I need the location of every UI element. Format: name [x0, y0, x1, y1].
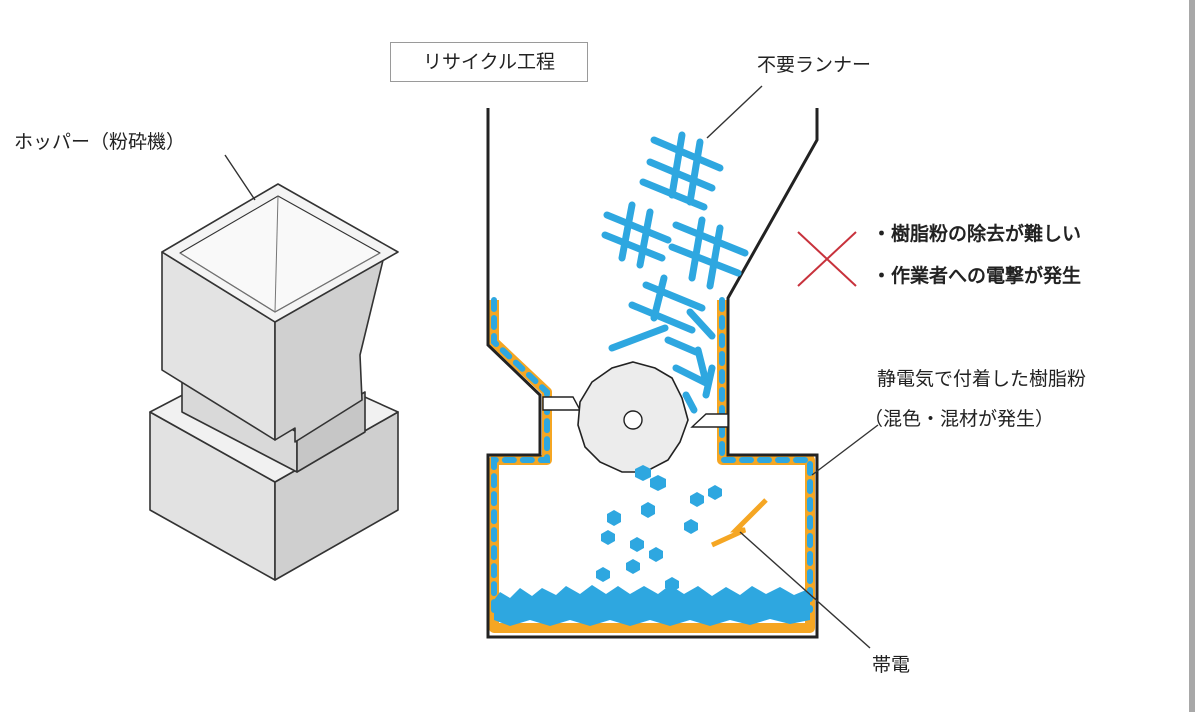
hopper-leader-line [224, 154, 256, 201]
static-spark-icon [710, 498, 768, 548]
x-mark-icon [797, 231, 857, 287]
crusher-rotor [577, 361, 689, 473]
hopper-crusher-illustration [149, 183, 399, 581]
unneeded-runner-pieces [601, 131, 749, 414]
resin-dust-on-walls [491, 297, 813, 613]
charge-leader-line [739, 531, 871, 649]
hopper-label: ホッパー（粉砕機） [14, 131, 186, 153]
resin-powder-pile [494, 585, 810, 626]
static-label-line1: 静電気で付着した樹脂粉 [877, 368, 1087, 390]
runner-leader-line [706, 85, 763, 139]
charge-label: 帯電 [872, 654, 911, 676]
process-title: リサイクル工程 [422, 51, 556, 73]
fixed-blades [542, 396, 729, 428]
static-label-line2: （混色・混材が発生） [864, 408, 1055, 430]
problem-item-2: ・作業者への電撃が発生 [872, 265, 1082, 287]
runner-label: 不要ランナー [757, 54, 872, 76]
static-leader-line [811, 424, 879, 476]
right-edge-bar [1189, 0, 1195, 712]
crusher-vessel-outline [486, 108, 819, 639]
process-title-box: リサイクル工程 [390, 42, 588, 82]
falling-resin-particles [596, 465, 722, 592]
problem-item-1: ・樹脂粉の除去が難しい [872, 223, 1082, 245]
